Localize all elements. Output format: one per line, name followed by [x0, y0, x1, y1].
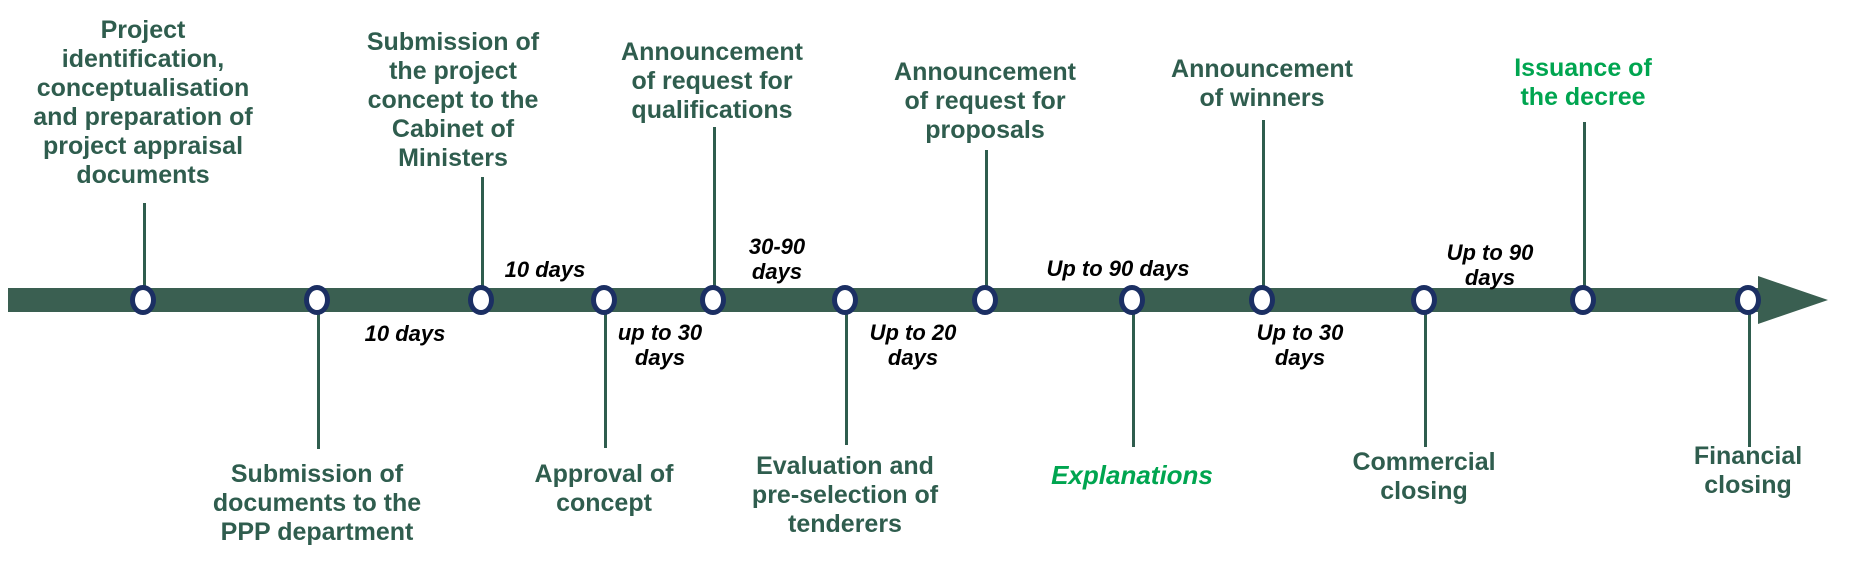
duration-label-up-to-90-days-a: Up to 90 days — [1046, 256, 1190, 281]
stem-explanations — [1132, 301, 1135, 447]
event-label-submission-concept-cabinet: Submission of the project concept to the… — [366, 28, 540, 172]
stem-project-identification — [143, 203, 146, 301]
stem-announcement-winners — [1262, 120, 1265, 301]
stem-approval-of-concept — [604, 301, 607, 448]
duration-label-10-days-a: 10 days — [364, 321, 446, 346]
timeline-node[interactable] — [972, 285, 998, 315]
duration-label-up-to-30-days: up to 30 days — [617, 320, 703, 371]
stem-submission-concept-cabinet — [481, 177, 484, 301]
timeline-node[interactable] — [1249, 285, 1275, 315]
stem-commercial-closing — [1424, 301, 1427, 447]
event-label-evaluation-preselection: Evaluation and pre-selection of tenderer… — [751, 452, 939, 538]
stem-announcement-rfq — [713, 127, 716, 301]
event-label-commercial-closing: Commercial closing — [1352, 448, 1496, 505]
timeline-node[interactable] — [700, 285, 726, 315]
duration-label-up-to-30-days-b: Up to 30 days — [1256, 320, 1344, 371]
event-label-announcement-rfq: Announcement of request for qualificatio… — [621, 38, 803, 124]
timeline-node[interactable] — [591, 285, 617, 315]
stem-financial-closing — [1748, 301, 1751, 447]
stem-submission-ppp-department — [317, 301, 320, 449]
duration-label-up-to-90-days-b: Up to 90 days — [1446, 240, 1534, 291]
event-label-financial-closing: Financial closing — [1693, 442, 1803, 499]
duration-label-30-90-days: 30-90 days — [748, 234, 806, 285]
timeline-node[interactable] — [1411, 285, 1437, 315]
stem-issuance-decree — [1583, 122, 1586, 301]
timeline-node[interactable] — [130, 285, 156, 315]
event-label-project-identification: Project identification, conceptualisatio… — [33, 16, 253, 189]
timeline-arrow-head — [1758, 276, 1828, 324]
timeline-axis-shaft — [8, 288, 1768, 312]
event-label-submission-ppp-department: Submission of documents to the PPP depar… — [212, 460, 422, 546]
timeline-node[interactable] — [1119, 285, 1145, 315]
stem-announcement-rfp — [985, 150, 988, 301]
event-label-issuance-decree: Issuance of the decree — [1514, 54, 1652, 111]
event-label-approval-of-concept: Approval of concept — [534, 460, 674, 517]
stem-evaluation-preselection — [845, 301, 848, 445]
event-label-announcement-rfp: Announcement of request for proposals — [894, 58, 1076, 144]
timeline-node[interactable] — [1570, 285, 1596, 315]
timeline-node[interactable] — [304, 285, 330, 315]
timeline-node[interactable] — [468, 285, 494, 315]
duration-label-up-to-20-days: Up to 20 days — [869, 320, 957, 371]
event-label-explanations: Explanations — [1051, 460, 1213, 490]
timeline-node[interactable] — [1735, 285, 1761, 315]
duration-label-10-days-b: 10 days — [504, 257, 586, 282]
timeline-node[interactable] — [832, 285, 858, 315]
event-label-announcement-winners: Announcement of winners — [1171, 55, 1353, 112]
